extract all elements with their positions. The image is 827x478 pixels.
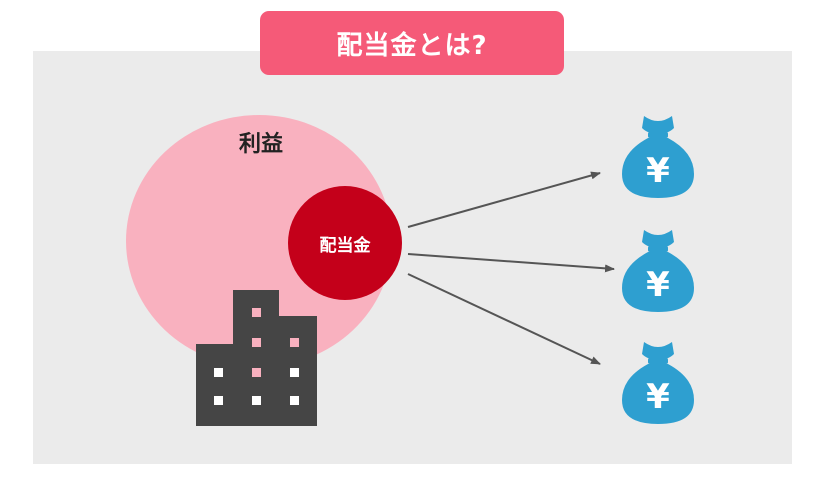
- profit-label: 利益: [238, 132, 283, 157]
- yen-money-bag-icon: ¥: [622, 230, 694, 312]
- page-title: 配当金とは?: [336, 30, 488, 61]
- svg-text:¥: ¥: [646, 151, 670, 191]
- arrow-to-bag-3: [407, 273, 601, 365]
- svg-text:¥: ¥: [646, 377, 670, 417]
- arrow-to-bag-2: [407, 253, 615, 273]
- building-icon: [196, 290, 317, 426]
- dividend-circle: 配当金: [288, 186, 402, 300]
- dividend-label: 配当金: [319, 235, 371, 256]
- title-banner: 配当金とは?: [260, 11, 564, 75]
- svg-text:¥: ¥: [646, 265, 670, 305]
- arrow-to-bag-1: [407, 171, 601, 228]
- yen-money-bag-icon: ¥: [622, 116, 694, 198]
- yen-money-bag-icon: ¥: [622, 342, 694, 424]
